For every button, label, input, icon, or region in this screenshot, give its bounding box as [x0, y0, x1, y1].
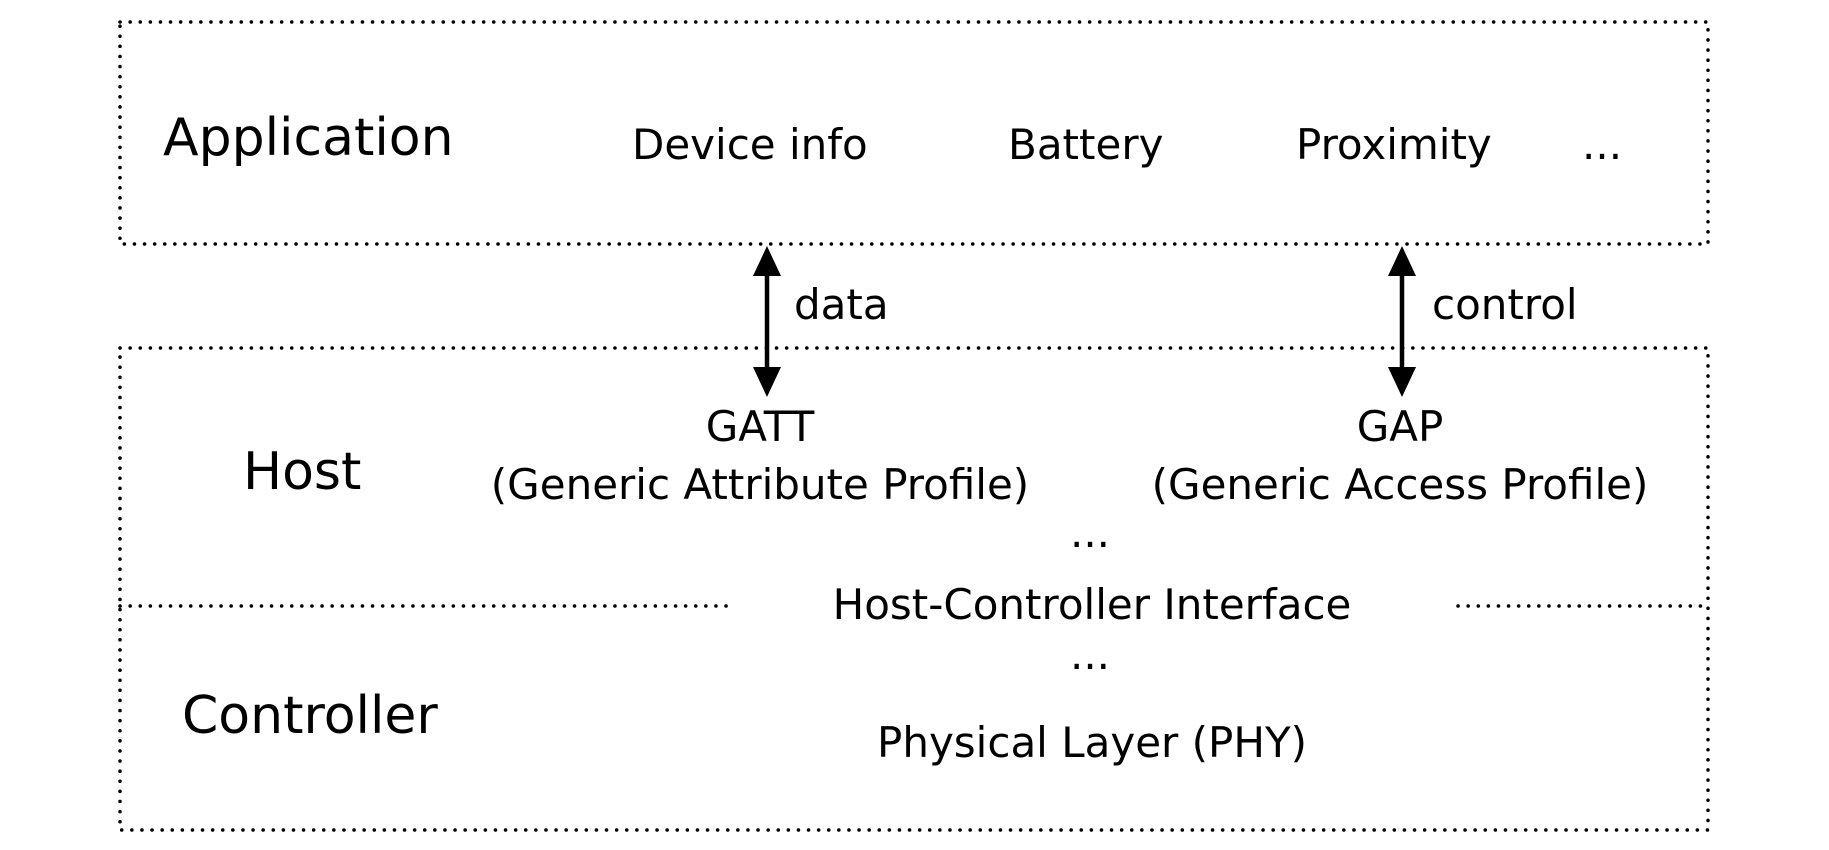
application-item-proximity: Proximity — [1296, 120, 1492, 169]
application-item-more: ... — [1582, 120, 1623, 169]
control-arrow-label: control — [1432, 280, 1578, 329]
host-title: Host — [243, 442, 362, 502]
host-controller-box — [118, 346, 1710, 832]
gap-name: GAP — [1356, 402, 1444, 451]
controller-ellipsis: ... — [1069, 630, 1111, 679]
controller-title: Controller — [182, 686, 438, 746]
application-title: Application — [163, 108, 454, 168]
data-arrow-label: data — [794, 280, 889, 329]
host-ellipsis: ... — [1069, 508, 1111, 557]
data-arrow — [753, 246, 781, 397]
gatt-name: GATT — [705, 402, 815, 451]
phy-label: Physical Layer (PHY) — [877, 718, 1307, 767]
application-item-device-info: Device info — [632, 120, 868, 169]
control-arrow — [1388, 246, 1416, 397]
hci-label: Host-Controller Interface — [832, 580, 1352, 629]
application-item-battery: Battery — [1008, 120, 1164, 169]
gap-full-name: (Generic Access Profile) — [1151, 460, 1649, 509]
gatt-full-name: (Generic Attribute Profile) — [490, 460, 1030, 509]
